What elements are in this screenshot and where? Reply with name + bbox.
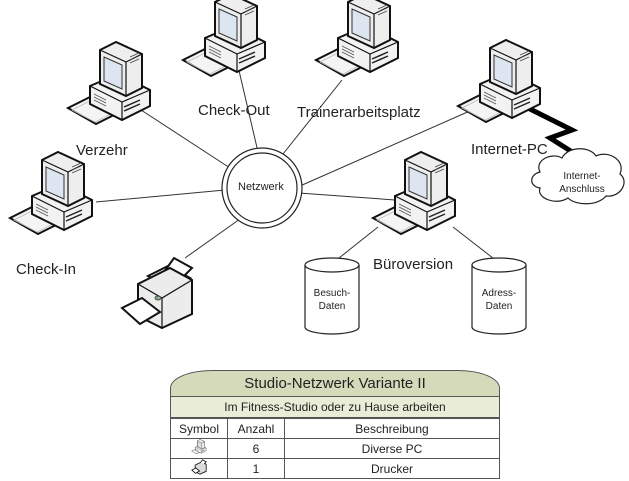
label-trainerarbeitsplatz: Trainerarbeitsplatz [297, 104, 421, 121]
row-description: Drucker [284, 458, 500, 479]
header-symbol: Symbol [170, 418, 228, 439]
pc-icon-verzehr [67, 41, 151, 125]
link-internet-pc [299, 109, 473, 187]
pc-icon-check-out [182, 0, 266, 77]
database-label-adress: Adress- Daten [469, 287, 529, 313]
database-adress-daten [471, 257, 527, 335]
connection-lines [95, 61, 499, 263]
pc-icon [170, 438, 228, 459]
internet-label-line1: Internet- [563, 171, 601, 182]
db-besuch-line1: Besuch- [313, 288, 351, 299]
internet-cloud-label: Internet- Anschluss [552, 170, 612, 196]
header-beschreibung: Beschreibung [284, 418, 500, 439]
db-adress-line2: Daten [485, 301, 513, 312]
internet-link-zigzag [526, 105, 590, 165]
database-label-besuch: Besuch- Daten [302, 287, 362, 313]
link-trainer [282, 79, 343, 155]
legend-title: Studio-Netzwerk Variante II [170, 370, 500, 396]
link-check-out [236, 61, 259, 153]
legend-header-row: Symbol Anzahl Beschreibung [170, 418, 500, 439]
database-besuch-daten [304, 257, 360, 335]
network-hub [221, 147, 303, 229]
row-description: Diverse PC [284, 438, 500, 459]
pc-icon-bueroversion [372, 151, 456, 235]
legend-subtitle: Im Fitness-Studio oder zu Hause arbeiten [170, 396, 500, 418]
db-adress-line1: Adress- [481, 288, 517, 299]
table-row: 1 Drucker [170, 458, 500, 479]
db-besuch-line2: Daten [318, 301, 346, 312]
pc-icon-check-in [9, 151, 93, 235]
label-check-out: Check-Out [198, 102, 270, 119]
link-besuch-daten [333, 226, 379, 263]
link-check-in [95, 189, 226, 203]
internet-label-line2: Anschluss [559, 184, 605, 195]
legend-table: Studio-Netzwerk Variante II Im Fitness-S… [170, 370, 500, 479]
table-row: 6 Diverse PC [170, 438, 500, 459]
label-check-in: Check-In [16, 261, 77, 278]
label-verzehr: Verzehr [76, 142, 128, 159]
link-printer [184, 218, 241, 259]
label-bueroversion: Büroversion [373, 256, 454, 273]
pc-icon-trainer [315, 0, 399, 77]
link-verzehr [137, 107, 231, 169]
printer-icon [170, 458, 228, 479]
row-count: 6 [227, 438, 285, 459]
label-internet-pc: Internet-PC [471, 141, 548, 158]
link-bueroversion [298, 192, 396, 201]
pc-icon-internet-pc [457, 39, 541, 123]
header-anzahl: Anzahl [227, 418, 285, 439]
row-count: 1 [227, 458, 285, 479]
internet-cloud [531, 148, 625, 205]
link-adress-daten [452, 226, 499, 263]
printer-icon [120, 256, 194, 330]
legend-grid: Symbol Anzahl Beschreibung 6 Diverse PC … [170, 418, 500, 479]
hub-label: Netzwerk [238, 181, 284, 193]
